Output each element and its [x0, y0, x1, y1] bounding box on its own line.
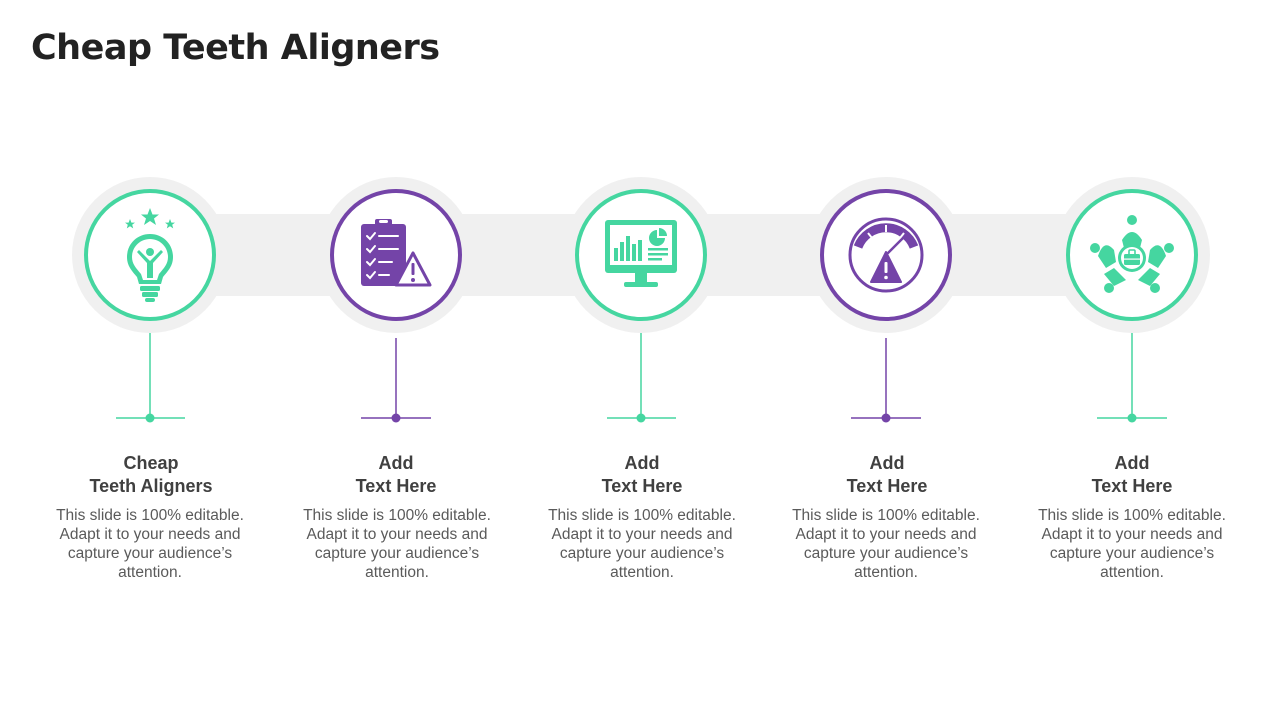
step-5-heading: Add Text Here [1032, 452, 1232, 498]
step-3-heading-line2: Text Here [601, 476, 683, 496]
step-2-body: This slide is 100% editable. Adapt it to… [303, 507, 491, 581]
step-5-heading-line2: Text Here [1091, 476, 1173, 496]
step-2-node [330, 189, 462, 423]
step-4-body: This slide is 100% editable. Adapt it to… [792, 507, 980, 581]
step-3-body: This slide is 100% editable. Adapt it to… [548, 507, 736, 581]
step-4-heading-line2: Text Here [846, 476, 928, 496]
step-4-node [820, 189, 952, 423]
page-title: Cheap Teeth Aligners [31, 28, 440, 68]
step-3-dot [636, 413, 646, 423]
band-waists [213, 166, 1069, 344]
step-4-heading: Add Text Here [787, 452, 987, 498]
step-2-heading-line1: Add [378, 453, 414, 473]
step-1-heading-line2: Teeth Aligners [89, 476, 213, 496]
step-3-node [575, 189, 707, 423]
gauge-warning-icon [848, 217, 924, 293]
step-2-dot [391, 413, 401, 423]
monitor-chart-icon [605, 220, 677, 287]
step-3-heading-line1: Add [624, 453, 660, 473]
step-1-heading-line1: Cheap [123, 453, 179, 473]
clipboard-warning-icon [361, 219, 432, 287]
step-5-dot [1127, 413, 1137, 423]
step-1-dot [145, 413, 155, 423]
step-1-node [84, 189, 216, 423]
step-5-body: This slide is 100% editable. Adapt it to… [1038, 507, 1226, 581]
step-2-heading: Add Text Here [296, 452, 496, 498]
step-4-dot [881, 413, 891, 423]
step-2-heading-line2: Text Here [355, 476, 437, 496]
step-3-heading: Add Text Here [542, 452, 742, 498]
step-1-body: This slide is 100% editable. Adapt it to… [56, 507, 244, 581]
step-4-heading-line1: Add [869, 453, 905, 473]
step-1-heading: Cheap Teeth Aligners [51, 452, 251, 498]
lightbulb-person-icon [125, 208, 175, 302]
step-5-node [1066, 189, 1198, 423]
team-briefcase-icon [1090, 215, 1174, 293]
step-5-heading-line1: Add [1114, 453, 1150, 473]
